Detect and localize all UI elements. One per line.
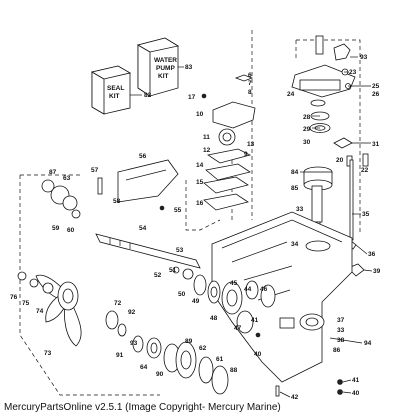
callout-42: 42 bbox=[291, 394, 299, 401]
callout-22: 22 bbox=[361, 167, 369, 174]
callout-49: 49 bbox=[192, 298, 200, 305]
callout-33-lower: 33 bbox=[337, 327, 345, 334]
callout-89: 89 bbox=[185, 338, 193, 345]
callout-58: 58 bbox=[113, 198, 121, 205]
callout-16: 16 bbox=[196, 200, 204, 207]
callout-labels: 93 23 24 25 26 83 6 7 8 17 10 82 13 9 28… bbox=[10, 54, 381, 401]
callout-55: 55 bbox=[174, 207, 182, 214]
callout-20: 20 bbox=[336, 157, 344, 164]
callout-74: 74 bbox=[36, 308, 44, 315]
callout-28: 28 bbox=[303, 114, 311, 121]
gear-housing[interactable] bbox=[211, 211, 353, 383]
callout-92: 92 bbox=[128, 309, 136, 316]
callout-11: 11 bbox=[203, 134, 210, 141]
callout-39: 39 bbox=[373, 268, 381, 275]
center-pump-stack[interactable] bbox=[201, 74, 256, 211]
callout-12: 12 bbox=[203, 147, 211, 154]
callout-62: 62 bbox=[199, 345, 207, 352]
callout-9: 9 bbox=[244, 151, 248, 158]
box-82-line-2: KIT bbox=[109, 93, 120, 100]
box-83-line-3: KIT bbox=[158, 73, 169, 80]
callout-87: 87 bbox=[49, 169, 57, 176]
callout-50: 50 bbox=[178, 291, 186, 298]
left-upper-parts[interactable] bbox=[41, 159, 179, 219]
callout-76: 76 bbox=[10, 294, 18, 301]
callout-38: 38 bbox=[337, 337, 345, 344]
callout-23: 23 bbox=[349, 69, 357, 76]
callout-40-lower: 40 bbox=[352, 390, 360, 397]
callout-41-lower: 41 bbox=[352, 377, 360, 384]
water-pump-kit-box[interactable]: WATER PUMP KIT bbox=[136, 37, 180, 97]
lower-bearing-sequence[interactable] bbox=[105, 310, 229, 395]
shaft-bearings-gears[interactable] bbox=[193, 274, 276, 338]
prop-hardware[interactable] bbox=[17, 271, 54, 294]
propeller-shaft[interactable] bbox=[95, 233, 201, 280]
callout-33-upper: 33 bbox=[296, 206, 304, 213]
callout-60: 60 bbox=[67, 227, 75, 234]
seal-kit-box[interactable]: SEAL KIT bbox=[90, 65, 132, 115]
box-82-line-1: SEAL bbox=[107, 85, 124, 92]
callout-41-upper: 41 bbox=[251, 317, 259, 324]
callout-52: 52 bbox=[154, 272, 162, 279]
callout-24: 24 bbox=[287, 91, 295, 98]
callout-37: 37 bbox=[337, 317, 345, 324]
callout-75: 75 bbox=[22, 300, 30, 307]
callout-94: 94 bbox=[364, 340, 372, 347]
callout-93-top: 93 bbox=[360, 54, 368, 61]
callout-25: 25 bbox=[372, 83, 380, 90]
callout-64: 64 bbox=[140, 364, 148, 371]
callout-26: 26 bbox=[372, 91, 380, 98]
callout-61: 61 bbox=[216, 356, 224, 363]
callout-56: 56 bbox=[139, 153, 147, 160]
bottom-bolts[interactable] bbox=[275, 379, 343, 397]
callout-82: 82 bbox=[144, 92, 152, 99]
callout-84: 84 bbox=[291, 169, 299, 176]
callout-29: 29 bbox=[303, 126, 311, 133]
callout-63: 63 bbox=[63, 175, 71, 182]
callout-35: 35 bbox=[362, 211, 370, 218]
callout-31: 31 bbox=[372, 141, 380, 148]
callout-93-lower: 93 bbox=[130, 340, 138, 347]
box-83-line-2: PUMP bbox=[156, 65, 175, 72]
callout-13: 13 bbox=[247, 141, 255, 148]
callout-48: 48 bbox=[210, 315, 218, 322]
callout-86: 86 bbox=[333, 347, 341, 354]
callout-8: 8 bbox=[248, 89, 252, 96]
callout-14: 14 bbox=[196, 162, 204, 169]
copyright-footer: MercuryPartsOnline v2.5.1 (Image Copyrig… bbox=[4, 402, 281, 413]
callout-59: 59 bbox=[52, 225, 60, 232]
callout-15: 15 bbox=[196, 179, 204, 186]
callout-34: 34 bbox=[291, 241, 299, 248]
callout-53: 53 bbox=[176, 247, 184, 254]
callout-88: 88 bbox=[230, 367, 238, 374]
callout-73: 73 bbox=[44, 350, 52, 357]
callout-51: 51 bbox=[169, 267, 177, 274]
callout-91: 91 bbox=[116, 352, 124, 359]
callout-45: 45 bbox=[230, 280, 238, 287]
callout-90: 90 bbox=[156, 371, 164, 378]
callout-30: 30 bbox=[303, 139, 311, 146]
callout-57: 57 bbox=[91, 167, 99, 174]
callout-44: 44 bbox=[244, 286, 252, 293]
callout-6: 6 bbox=[248, 72, 252, 79]
callout-72: 72 bbox=[114, 300, 122, 307]
callout-40-upper: 40 bbox=[254, 351, 262, 358]
callout-85: 85 bbox=[291, 185, 299, 192]
callout-83: 83 bbox=[185, 64, 193, 71]
callout-46: 46 bbox=[260, 286, 268, 293]
callout-47: 47 bbox=[234, 325, 242, 332]
callout-17: 17 bbox=[188, 94, 196, 101]
callout-7: 7 bbox=[248, 80, 252, 87]
box-83-line-1: WATER bbox=[154, 57, 177, 64]
callout-54: 54 bbox=[139, 225, 147, 232]
callout-36: 36 bbox=[368, 251, 376, 258]
callout-10: 10 bbox=[196, 111, 204, 118]
